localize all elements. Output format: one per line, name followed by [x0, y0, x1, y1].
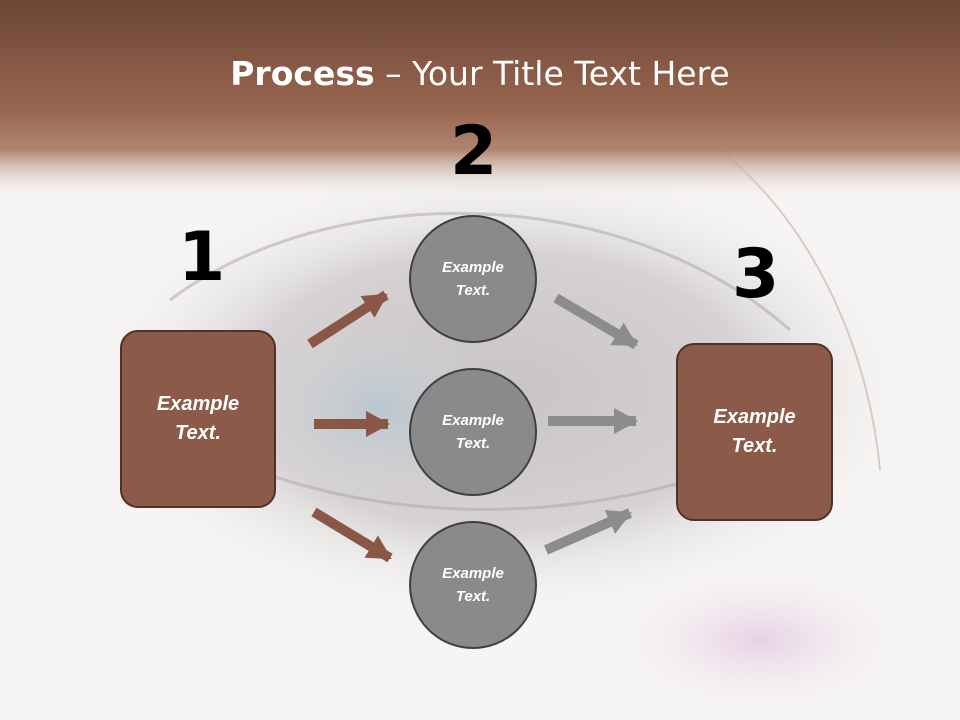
- circle-3-line2: Text.: [455, 588, 491, 605]
- step-number-2: 2: [450, 112, 498, 191]
- step-2-circle-2: Example Text.: [409, 368, 537, 496]
- circle-2-line1: Example: [442, 412, 504, 429]
- step-number-3: 3: [732, 235, 780, 314]
- step-3-box-line1: Example: [713, 406, 796, 428]
- step-1-box: Example Text.: [120, 330, 276, 508]
- arrow-from-circle-1: [553, 293, 639, 350]
- step-3-box-text: Example Text.: [713, 403, 795, 461]
- arrow-to-circle-3: [311, 507, 393, 563]
- step-3-box-line2: Text.: [731, 435, 778, 457]
- circle-1-line1: Example: [442, 259, 504, 276]
- title-rest: – Your Title Text Here: [374, 54, 730, 93]
- step-1-box-line1: Example: [156, 393, 240, 415]
- step-1-box-line2: Text.: [175, 422, 221, 444]
- circle-2-line2: Text.: [455, 435, 491, 452]
- step-number-1: 1: [178, 218, 226, 297]
- circle-3-line1: Example: [442, 565, 504, 582]
- arrow-to-circle-1: [307, 290, 389, 349]
- step-1-box-text: Example Text.: [157, 390, 239, 448]
- step-2-circle-1: Example Text.: [409, 215, 537, 343]
- step-3-box: Example Text.: [676, 343, 833, 521]
- step-2-circle-3: Example Text.: [409, 521, 537, 649]
- arrow-from-circle-3: [543, 508, 633, 555]
- circle-1-line2: Text.: [455, 282, 491, 299]
- title-bold: Process: [230, 54, 375, 93]
- slide-title: Process – Your Title Text Here: [0, 54, 960, 93]
